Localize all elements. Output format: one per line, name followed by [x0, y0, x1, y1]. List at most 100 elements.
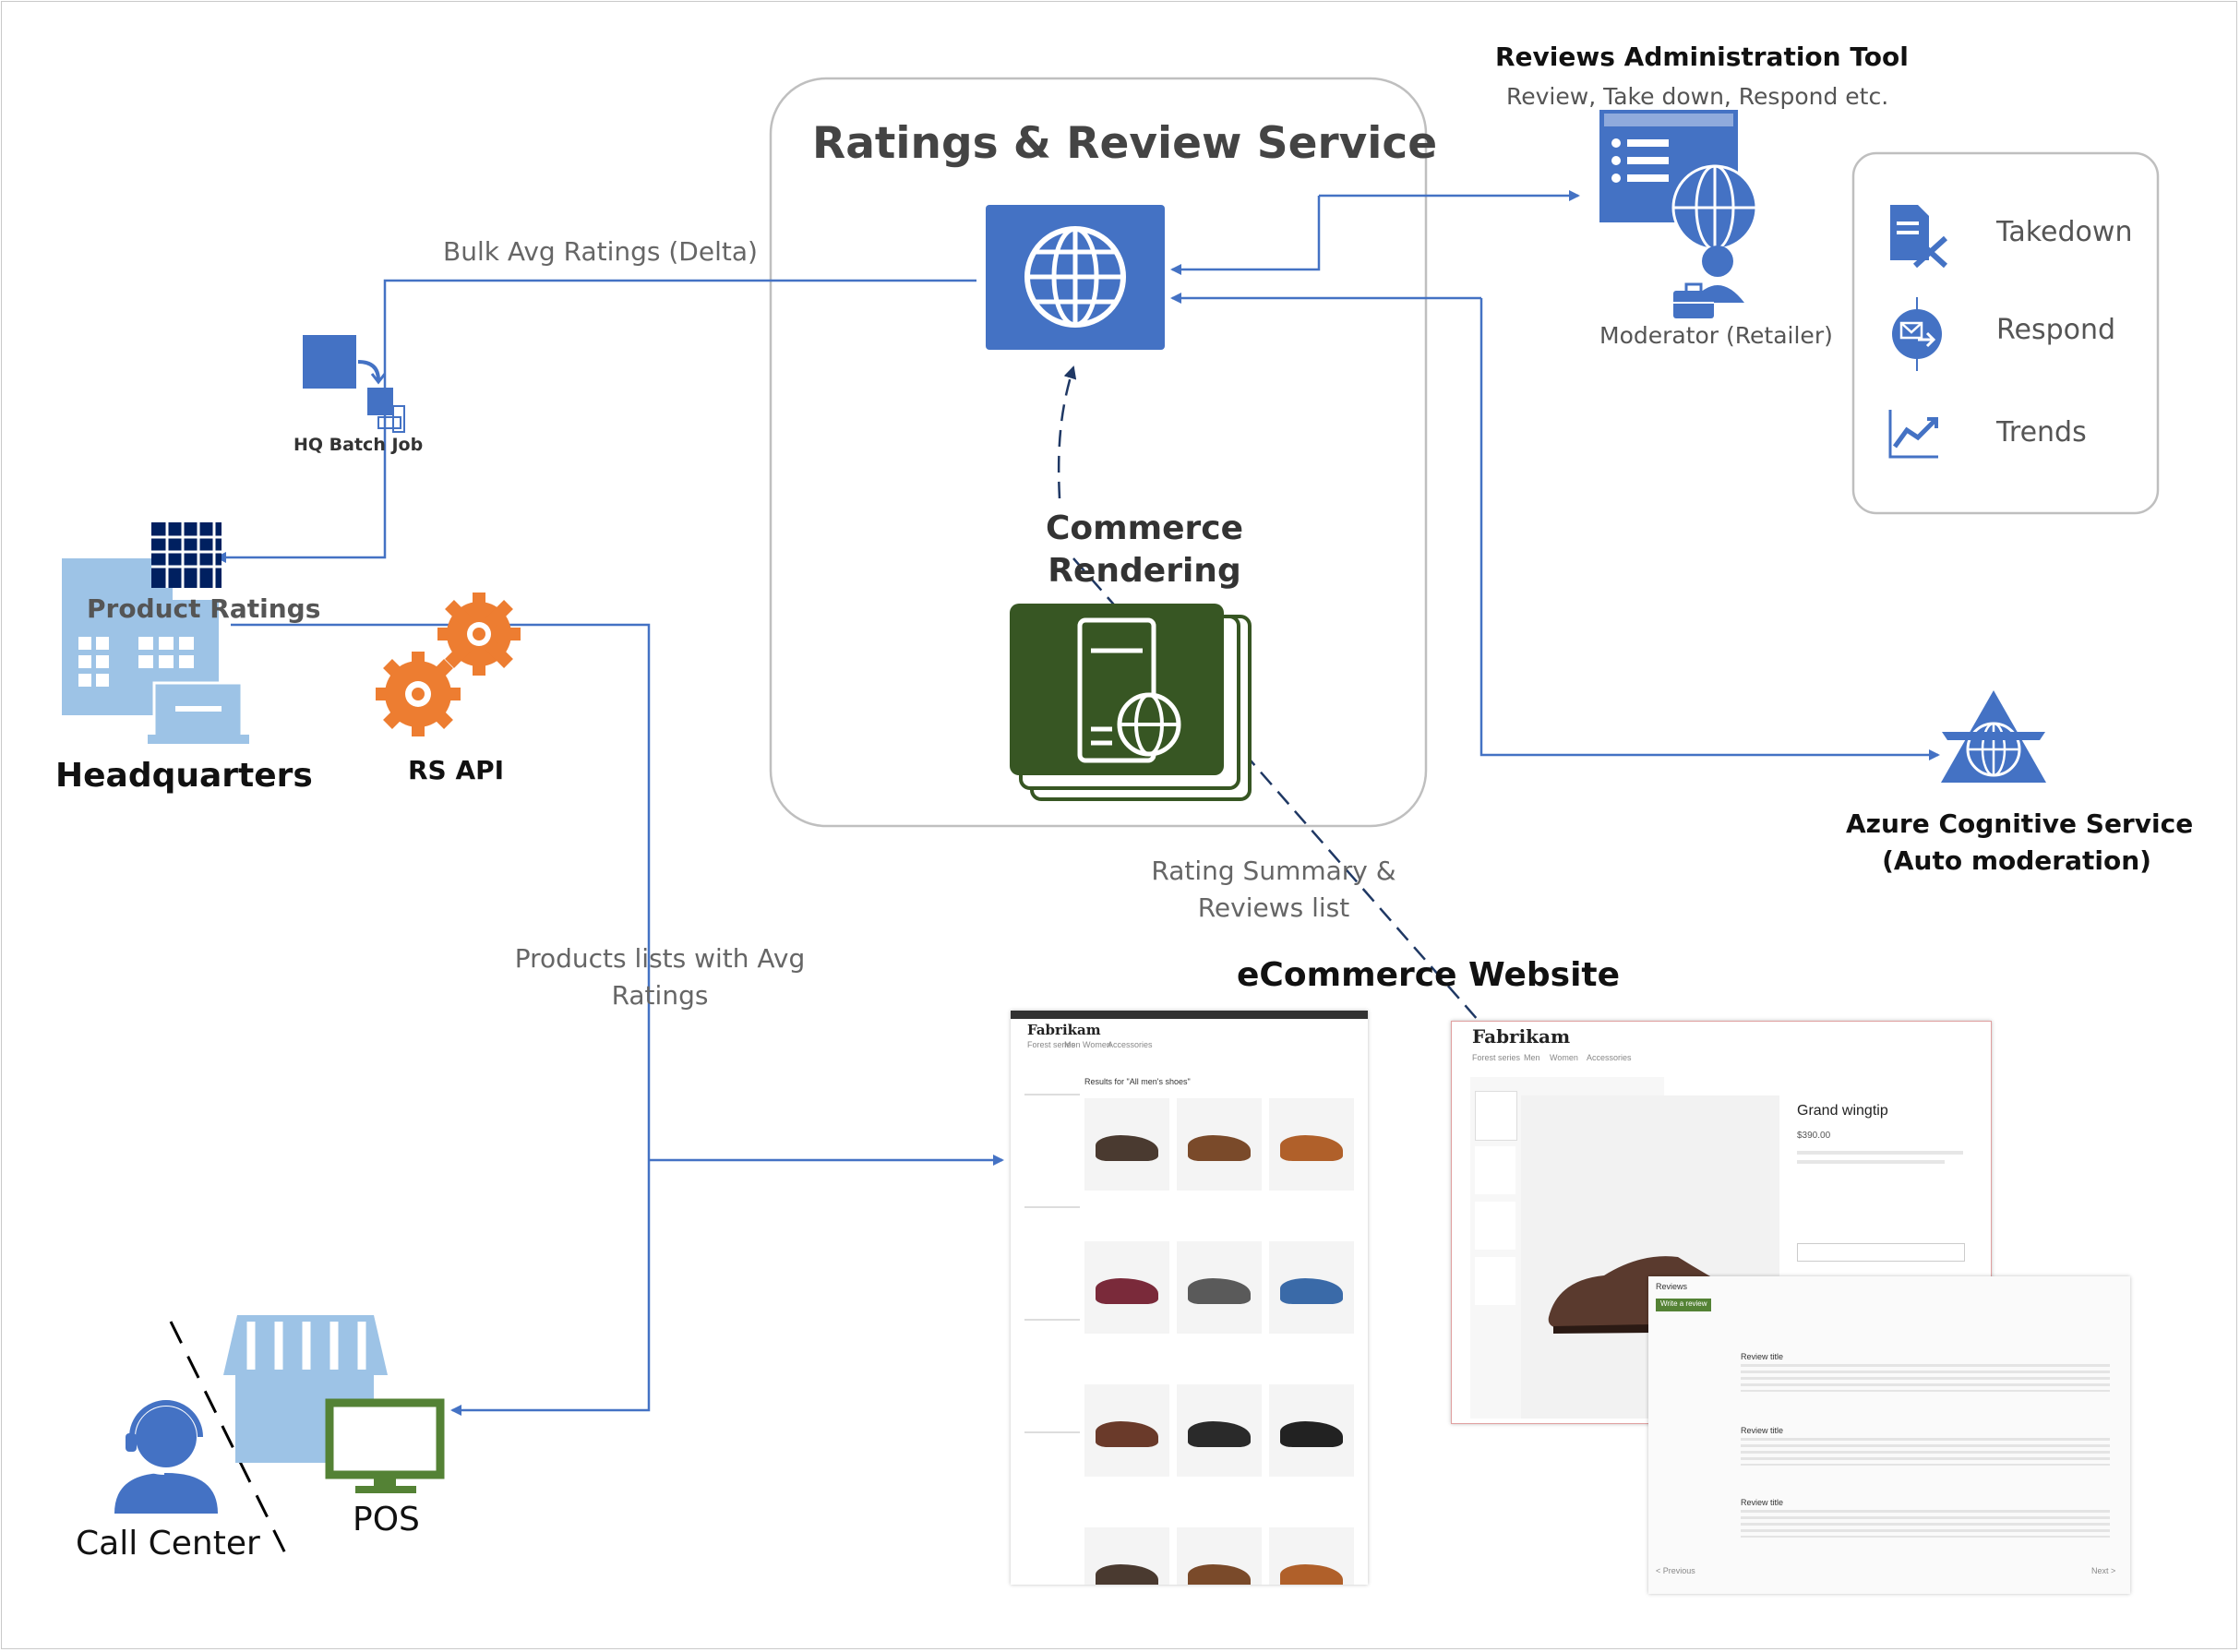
shoe-thumbnail: [1280, 1421, 1343, 1447]
pos-connector: [231, 623, 651, 1416]
ecommerce-title: eCommerce Website: [1237, 956, 1621, 994]
action-respond-label: Respond: [1996, 314, 2116, 346]
azure-cognitive-icon: [1941, 690, 2046, 783]
product-tile[interactable]: [1269, 1241, 1354, 1334]
review-title-2: Review title: [1741, 1426, 1784, 1435]
shoe-thumbnail: [1280, 1564, 1343, 1585]
review-title-1: Review title: [1741, 1352, 1784, 1361]
product-nav-3[interactable]: Women: [1550, 1053, 1578, 1062]
product-nav-4[interactable]: Accessories: [1587, 1053, 1632, 1062]
shoe-thumbnail: [1188, 1278, 1251, 1304]
filter-sidebar: [1024, 1075, 1080, 1574]
call-center-label: Call Center: [76, 1525, 260, 1562]
reviews-section: Reviews Write a review Review title Revi…: [1648, 1276, 2130, 1594]
product-ratings-label: Product Ratings: [87, 593, 321, 624]
azure-connector-out: [1479, 298, 1940, 760]
shoe-thumbnail: [1096, 1278, 1158, 1304]
admin-tool-title: Reviews Administration Tool: [1495, 42, 1909, 72]
commerce-rendering-flow: [1057, 365, 1077, 499]
headquarters-label: Headquarters: [55, 757, 313, 795]
batch-job-label: HQ Batch Job: [293, 435, 424, 455]
product-grid: [1084, 1098, 1361, 1585]
write-review-button[interactable]: Write a review: [1656, 1299, 1711, 1311]
color-select[interactable]: [1797, 1243, 1965, 1262]
azure-label: Azure Cognitive Service (Auto moderation…: [1846, 806, 2194, 880]
pos-monitor-icon: [325, 1398, 445, 1493]
azure-line1: Azure Cognitive Service: [1846, 808, 2194, 839]
promo-bar: [1011, 1011, 1368, 1019]
gears-icon: [376, 593, 521, 736]
reviews-heading: Reviews: [1656, 1282, 1688, 1291]
commerce-rendering-label: Commerce Rendering: [1015, 508, 1274, 593]
trends-icon: [1888, 410, 1938, 459]
shoe-thumbnail: [1188, 1564, 1251, 1585]
listing-brand: Fabrikam: [1027, 1022, 1101, 1038]
rating-summary-label: Rating Summary & Reviews list: [1126, 853, 1421, 927]
next-link[interactable]: Next >: [2091, 1566, 2116, 1575]
shoe-thumbnail: [1096, 1421, 1158, 1447]
product-tile[interactable]: [1177, 1241, 1262, 1334]
listing-nav-1[interactable]: Forest series: [1027, 1040, 1076, 1049]
takedown-icon: [1890, 205, 1948, 269]
product-tile[interactable]: [1177, 1098, 1262, 1191]
listing-heading: Results for "All men's shoes": [1084, 1077, 1191, 1086]
review-title-3: Review title: [1741, 1498, 1784, 1507]
product-tile[interactable]: [1084, 1098, 1169, 1191]
rating-summary-line2: Reviews list: [1197, 892, 1350, 923]
service-title: Ratings & Review Service: [812, 118, 1438, 169]
shoe-thumbnail: [1188, 1135, 1251, 1161]
products-line1: Products lists with Avg: [514, 943, 806, 974]
products-line2: Ratings: [611, 980, 709, 1011]
rating-summary-line1: Rating Summary &: [1151, 856, 1396, 886]
product-tile[interactable]: [1269, 1384, 1354, 1477]
commerce-rendering-line1: Commerce: [1045, 509, 1244, 547]
headquarters-icon: [62, 558, 249, 744]
listing-nav-4[interactable]: Accessories: [1108, 1040, 1153, 1049]
actions-panel: [1851, 151, 2160, 515]
product-price: $390.00: [1797, 1131, 1831, 1141]
ratings-grid-icon: [151, 522, 222, 588]
action-takedown-label: Takedown: [1996, 216, 2133, 248]
shoe-thumbnail: [1188, 1421, 1251, 1447]
product-tile[interactable]: [1269, 1098, 1354, 1191]
action-trends-label: Trends: [1996, 416, 2087, 449]
shoe-thumbnail: [1280, 1135, 1343, 1161]
product-tile[interactable]: [1084, 1241, 1169, 1334]
product-nav-2[interactable]: Men: [1524, 1053, 1540, 1062]
pos-label: POS: [353, 1501, 420, 1538]
moderator-label: Moderator (Retailer): [1599, 322, 1833, 349]
product-name: Grand wingtip: [1797, 1103, 1888, 1119]
commerce-rendering-line2: Rendering: [1048, 552, 1241, 590]
product-tile[interactable]: [1084, 1384, 1169, 1477]
respond-icon: [1892, 297, 1942, 371]
previous-link[interactable]: < Previous: [1656, 1566, 1695, 1575]
batch-job-icon: [303, 335, 405, 433]
listing-nav-2[interactable]: Men: [1064, 1040, 1081, 1049]
globe-icon: [986, 205, 1165, 350]
product-page-brand: Fabrikam: [1472, 1025, 1571, 1047]
write-review-label: Write a review: [1660, 1299, 1707, 1308]
bulk-ratings-connector: [215, 279, 976, 563]
commerce-rendering-icon: [1010, 604, 1252, 801]
channel-divider: [169, 1321, 288, 1556]
product-tile[interactable]: [1084, 1527, 1169, 1585]
admin-tool-subtitle: Review, Take down, Respond etc.: [1506, 83, 1889, 110]
shoe-thumbnail: [1280, 1278, 1343, 1304]
azure-line2: (Auto moderation): [1882, 845, 2151, 876]
listing-page-screenshot: Fabrikam Forest series Men Women Accesso…: [1011, 1011, 1368, 1585]
listing-nav-3[interactable]: Women: [1083, 1040, 1111, 1049]
product-tile[interactable]: [1177, 1527, 1262, 1585]
product-nav-1[interactable]: Forest series: [1472, 1053, 1521, 1062]
admin-tool-icon: [1599, 110, 1758, 318]
product-tile[interactable]: [1269, 1527, 1354, 1585]
rs-api-label: RS API: [408, 755, 505, 785]
products-list-label: Products lists with Avg Ratings: [503, 940, 817, 1014]
shoe-thumbnail: [1096, 1135, 1158, 1161]
shoe-thumbnail: [1096, 1564, 1158, 1585]
service-container: [769, 77, 1428, 828]
call-center-icon: [114, 1400, 218, 1514]
product-tile[interactable]: [1177, 1384, 1262, 1477]
